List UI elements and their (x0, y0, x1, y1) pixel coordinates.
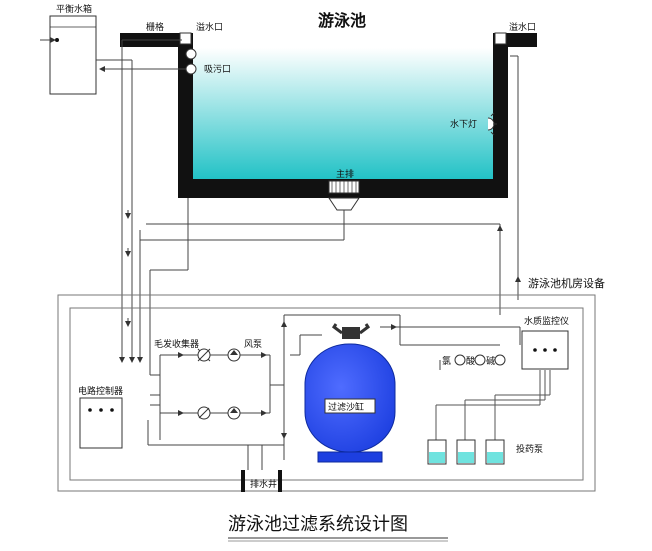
balance-tank: 平衡水箱 (40, 3, 97, 95)
diagram-title: 游泳池过滤系统设计图 (228, 514, 448, 542)
hair-collector-label: 毛发收集器 (154, 338, 199, 350)
acid-label: 酸 (466, 356, 475, 367)
main-drain-label: 主排 (336, 168, 354, 180)
room-pipes (119, 314, 551, 470)
chlorine-label: 氯 (442, 355, 451, 367)
main-drain: 主排 (328, 168, 360, 211)
pool-water (193, 48, 493, 179)
machine-room-label: 游泳池机房设备 (528, 276, 605, 290)
suction-port: 吸污口 (185, 48, 231, 75)
chemical-meters: 氯 酸 碱 (442, 354, 506, 367)
water-monitor: 水质监控仪 (521, 315, 569, 370)
hair-collectors: 毛发收集器 (154, 338, 211, 420)
balance-tank-label: 平衡水箱 (56, 3, 92, 15)
pumps: 风泵 (227, 339, 262, 420)
grille-label: 栅格 (146, 21, 164, 33)
control-box-label: 电路控制器 (78, 385, 123, 397)
overflow-right-label: 溢水口 (509, 21, 536, 33)
pump-label: 风泵 (244, 339, 262, 350)
swimming-pool: 游泳池 栅格 溢水口 溢水口 吸污口 水下灯 (120, 11, 537, 211)
alkali-label: 碱 (486, 356, 495, 367)
diagram-title-text: 游泳池过滤系统设计图 (228, 514, 408, 535)
pool-pipes (96, 39, 521, 340)
dosing-tanks: 投药泵 (427, 439, 543, 465)
sand-filter: 过滤沙缸 (304, 323, 396, 463)
suction-label: 吸污口 (204, 63, 231, 75)
drain-well-label: 排水井 (250, 478, 277, 490)
pool-title: 游泳池 (318, 11, 366, 30)
water-monitor-label: 水质监控仪 (524, 315, 569, 327)
machine-room: 游泳池机房设备 (57, 276, 605, 492)
control-box: 电路控制器 (78, 385, 123, 449)
underwater-light: 水下灯 (450, 112, 497, 136)
dosing-pump-label: 投药泵 (516, 443, 543, 455)
sand-filter-label: 过滤沙缸 (328, 401, 364, 413)
underwater-light-label: 水下灯 (450, 118, 477, 130)
overflow-left-label: 溢水口 (196, 21, 223, 33)
drain-well: 排水井 (241, 470, 282, 492)
